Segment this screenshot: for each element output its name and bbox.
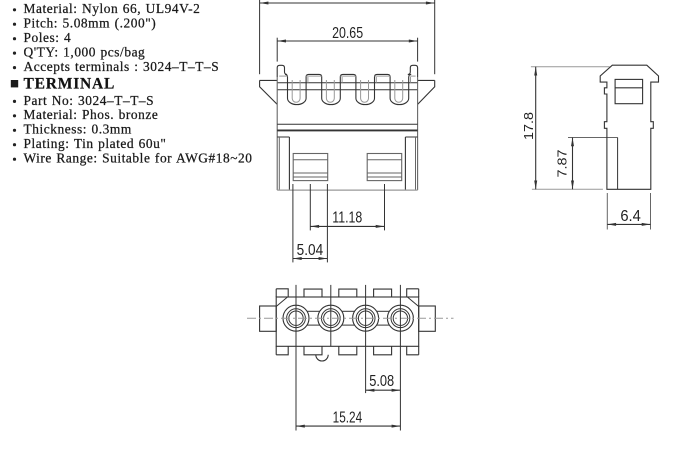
svg-text:Plating: Tin plated 60u": Plating: Tin plated 60u" bbox=[24, 136, 167, 151]
svg-text:15.24: 15.24 bbox=[333, 409, 363, 426]
svg-text:Material: Phos. bronze: Material: Phos. bronze bbox=[24, 107, 159, 122]
svg-text:5.04: 5.04 bbox=[297, 242, 324, 259]
svg-text:7.87: 7.87 bbox=[554, 150, 569, 178]
svg-text:20.65: 20.65 bbox=[332, 25, 363, 42]
svg-text:Poles: 4: Poles: 4 bbox=[24, 30, 72, 45]
svg-text:Pitch: 5.08mm (.200"): Pitch: 5.08mm (.200") bbox=[24, 16, 157, 31]
svg-text:Material: Nylon 66, UL94V-2: Material: Nylon 66, UL94V-2 bbox=[24, 1, 201, 16]
svg-text:Part No: 3024–T–T–S: Part No: 3024–T–T–S bbox=[24, 93, 155, 108]
svg-text:6.4: 6.4 bbox=[620, 208, 641, 225]
svg-text:Accepts terminals : 3024–T–T–S: Accepts terminals : 3024–T–T–S bbox=[24, 59, 220, 74]
svg-text:11.18: 11.18 bbox=[332, 210, 362, 227]
svg-text:Wire Range: Suitable for AWG#1: Wire Range: Suitable for AWG#18~20 bbox=[24, 151, 253, 166]
svg-text:TERMINAL: TERMINAL bbox=[24, 75, 116, 92]
svg-text:5.08: 5.08 bbox=[369, 373, 394, 390]
svg-text:Q'TY: 1,000 pcs/bag: Q'TY: 1,000 pcs/bag bbox=[24, 45, 146, 60]
svg-text:17.8: 17.8 bbox=[521, 112, 536, 140]
svg-text:Thickness: 0.3mm: Thickness: 0.3mm bbox=[24, 122, 132, 137]
